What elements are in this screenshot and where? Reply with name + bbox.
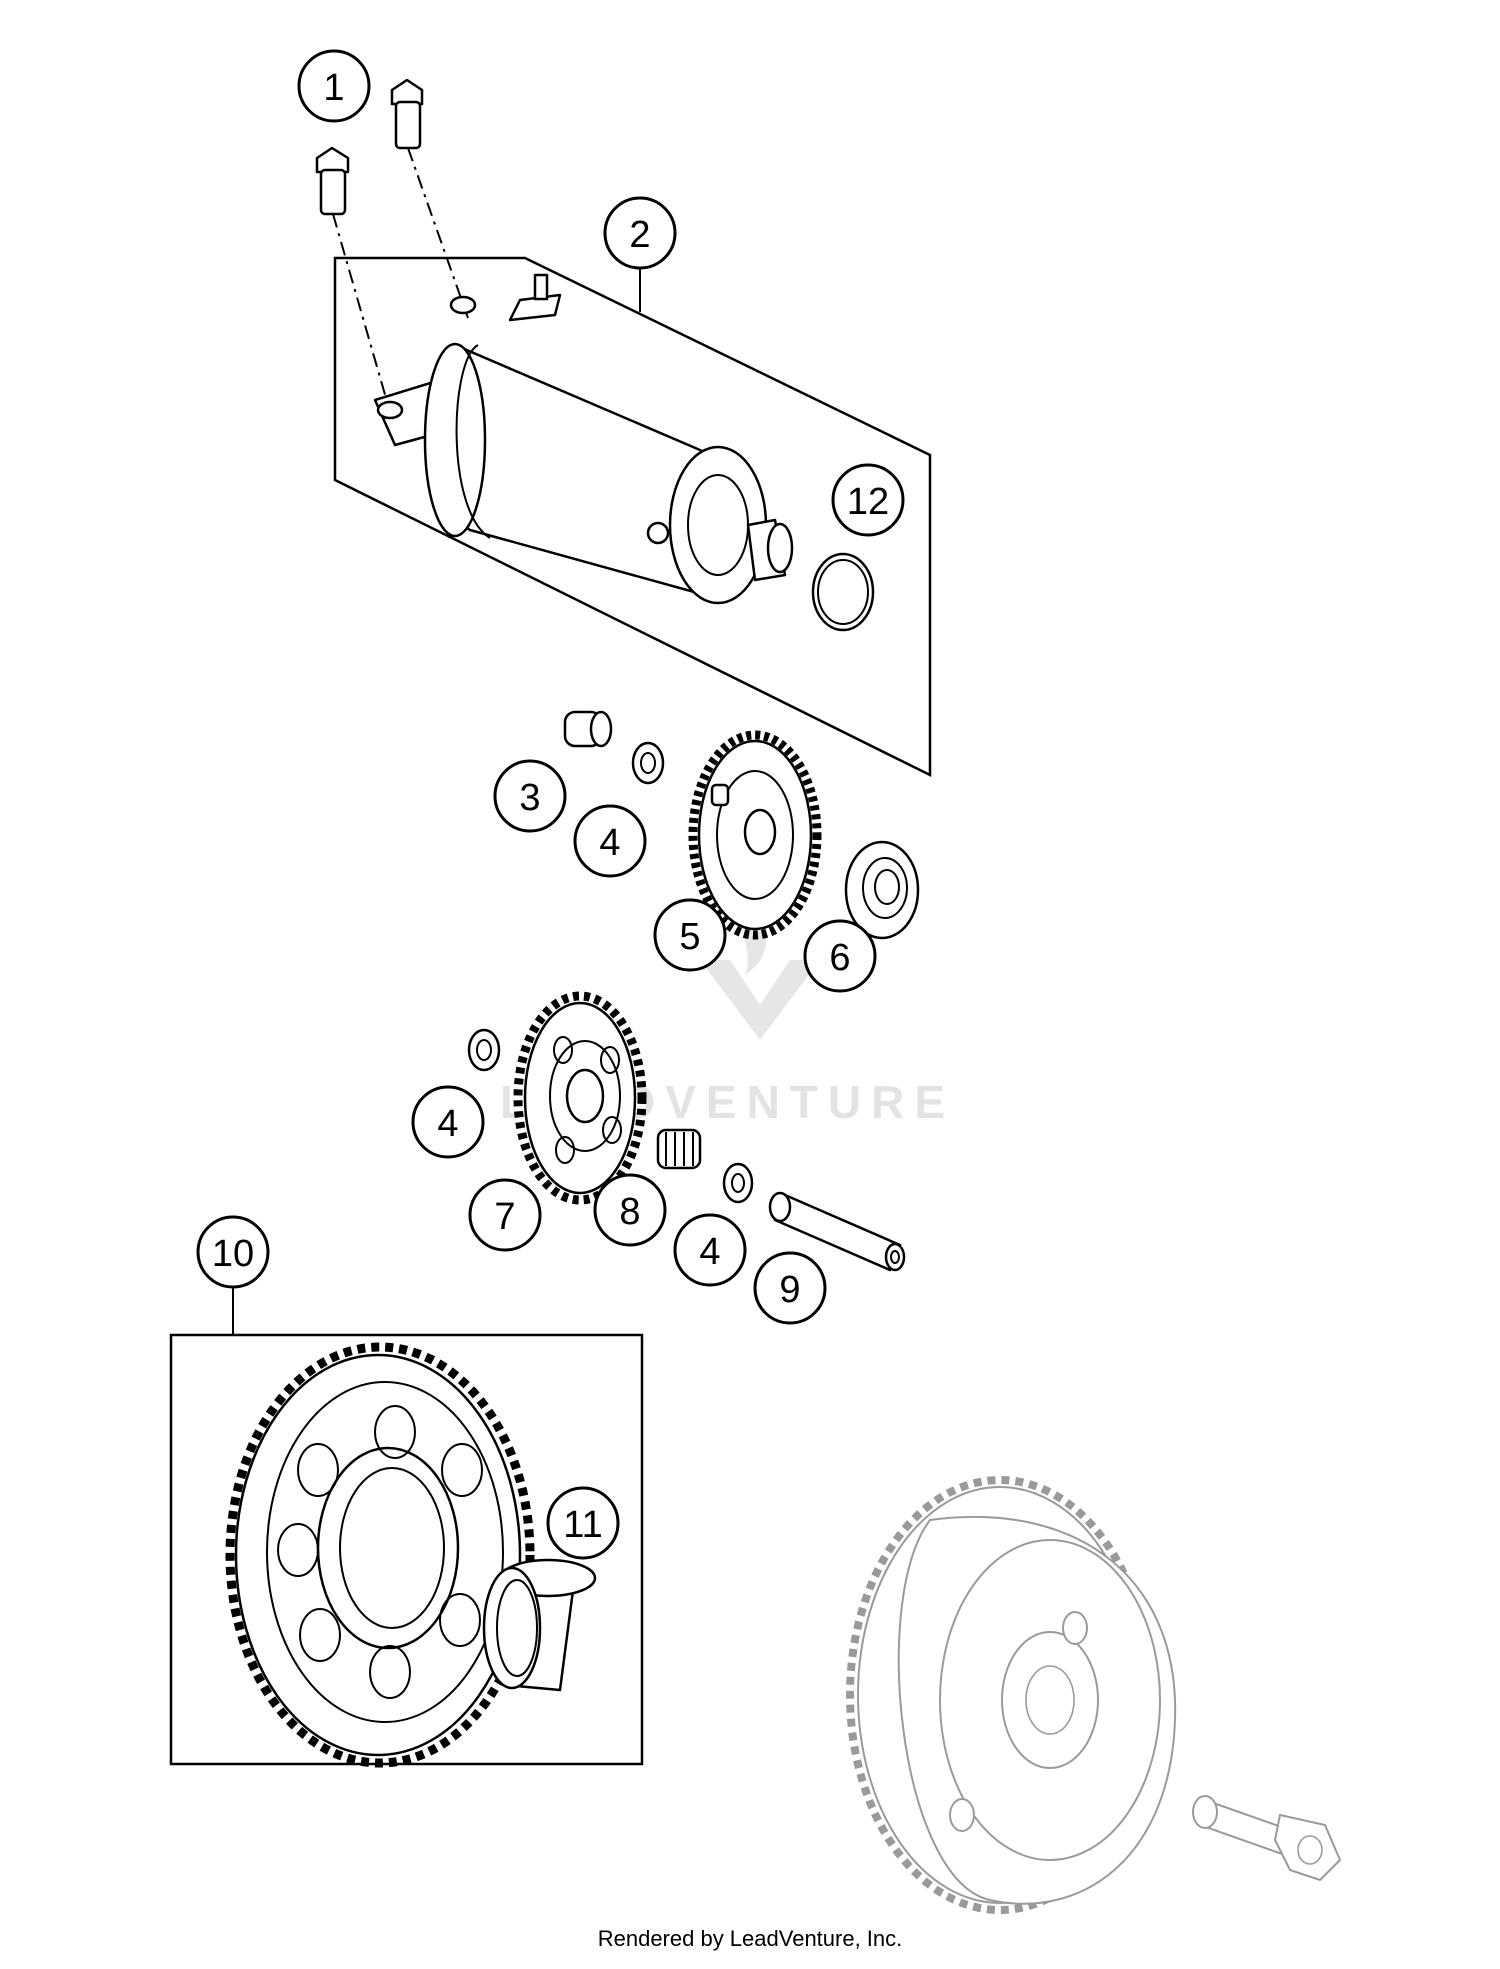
footer-credit: Rendered by LeadVenture, Inc.	[597, 1926, 903, 1951]
washer-mid-right-inner	[731, 1173, 745, 1193]
callout-4-top: 4	[573, 804, 647, 878]
callout-4-mid-right: 4	[673, 1213, 747, 1287]
flywheel-bolt-ghost	[1192, 1795, 1342, 1882]
callout-4-mid-left-label: 4	[437, 1103, 458, 1145]
callout-5-label: 5	[679, 916, 700, 958]
callout-11-label: 11	[563, 1504, 602, 1546]
callout-8-label: 8	[619, 1191, 640, 1233]
intermediate-gear	[688, 730, 822, 940]
bolt-axis-right	[407, 147, 469, 319]
flywheel-ghost	[846, 1476, 1177, 1914]
idler-gear	[513, 991, 647, 1205]
callout-2-label: 2	[629, 214, 650, 256]
washer-mid-left	[467, 1028, 501, 1072]
bolt-right	[390, 78, 424, 150]
callout-4-mid-right-label: 4	[699, 1231, 720, 1273]
bolt-left	[315, 146, 350, 216]
freewheel-sleeve	[482, 1558, 597, 1692]
assembly-frame-starter-motor	[333, 256, 932, 778]
watermark-logo-icon	[700, 960, 820, 1040]
callout-4-mid-left: 4	[411, 1085, 485, 1159]
bolt-axis-left	[332, 213, 389, 406]
callout-2: 2	[603, 196, 677, 270]
o-ring	[811, 552, 875, 632]
callout-6-label: 6	[829, 937, 850, 979]
callout-7: 7	[468, 1178, 542, 1252]
callout-8: 8	[593, 1173, 667, 1247]
o-ring-inner	[817, 559, 869, 625]
callout-6: 6	[803, 919, 877, 993]
callout-3-label: 3	[519, 777, 540, 819]
shaft	[768, 1191, 906, 1272]
washer-mid-right	[722, 1162, 754, 1204]
callout-3: 3	[493, 759, 567, 833]
callout-7-label: 7	[494, 1196, 515, 1238]
washer-top	[631, 741, 665, 785]
callout-1: 1	[297, 49, 371, 123]
bushing	[563, 710, 613, 748]
callout-11: 11	[546, 1486, 620, 1560]
callout-9: 9	[753, 1251, 827, 1325]
callout-12: 12	[831, 463, 905, 537]
washer-mid-left-inner	[476, 1039, 492, 1061]
callout-9-label: 9	[779, 1269, 800, 1311]
callout-10: 10	[196, 1215, 270, 1289]
callout-12-label: 12	[847, 481, 889, 523]
washer-top-inner	[640, 752, 656, 774]
callout-4-top-label: 4	[599, 822, 620, 864]
callout-10-label: 10	[212, 1233, 254, 1275]
callout-1-label: 1	[323, 67, 344, 109]
needle-bearing	[656, 1128, 702, 1170]
starter-gear	[225, 1342, 535, 1768]
ball-bearing	[844, 840, 920, 940]
starter-motor	[373, 273, 794, 605]
callout-5: 5	[653, 898, 727, 972]
